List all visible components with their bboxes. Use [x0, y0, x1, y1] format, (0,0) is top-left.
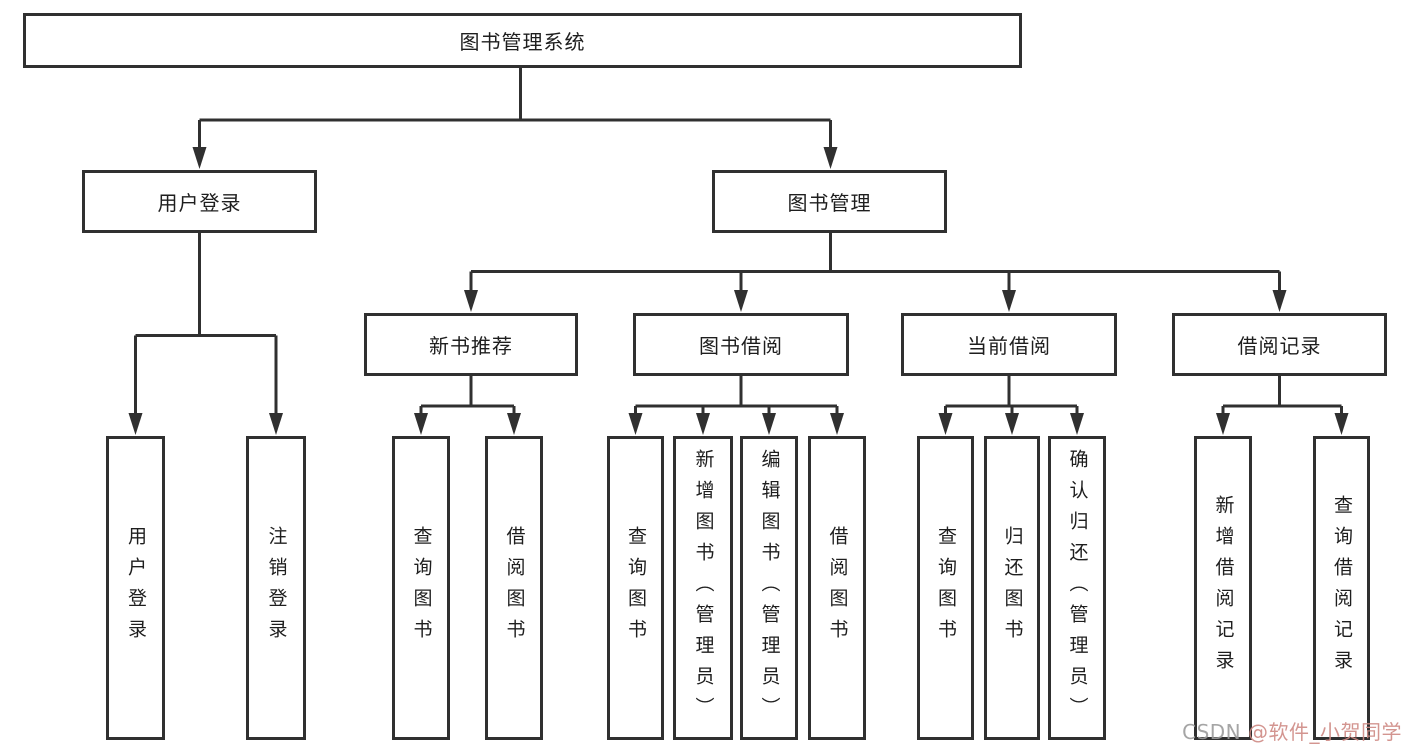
- watermark-csdn: CSDN: [1182, 720, 1248, 744]
- node-label: 查询图书: [625, 526, 647, 650]
- node-label: 借阅图书: [503, 526, 526, 650]
- connector-record-branch: [1216, 376, 1349, 435]
- node-leaf-query-books-1: 查询图书: [392, 436, 450, 740]
- node-root: 图书管理系统: [23, 13, 1022, 68]
- node-book-borrowing: 图书借阅: [633, 313, 849, 376]
- watermark-username: @软件_小贺同学: [1248, 720, 1402, 744]
- node-label: 用户登录: [125, 526, 147, 650]
- node-book-management: 图书管理: [712, 170, 947, 233]
- node-label: 新增图书（管理员）: [692, 448, 715, 728]
- connector-newbook-branch: [414, 376, 521, 435]
- node-leaf-borrow-books-1: 借阅图书: [485, 436, 543, 740]
- node-label: 归还图书: [1001, 526, 1024, 650]
- node-leaf-query-books-3: 查询图书: [917, 436, 974, 740]
- node-label: 编辑图书（管理员）: [758, 448, 781, 728]
- node-label: 图书借阅: [699, 334, 783, 358]
- node-current-borrowing: 当前借阅: [901, 313, 1117, 376]
- node-leaf-borrow-books-2: 借阅图书: [808, 436, 866, 740]
- node-new-book-recommend: 新书推荐: [364, 313, 578, 376]
- node-label: 查询图书: [410, 526, 433, 650]
- node-borrowing-records: 借阅记录: [1172, 313, 1387, 376]
- node-label: 当前借阅: [967, 334, 1051, 358]
- watermark: CSDN @软件_小贺同学: [1182, 716, 1402, 745]
- node-leaf-confirm-return-admin: 确认归还（管理员）: [1048, 436, 1106, 740]
- node-leaf-user-login: 用户登录: [106, 436, 165, 740]
- connector-management-branch: [464, 233, 1287, 312]
- node-leaf-return-book: 归还图书: [984, 436, 1040, 740]
- node-label: 新书推荐: [429, 334, 513, 358]
- connector-borrow-branch: [628, 376, 844, 435]
- connector-login-branch: [128, 233, 283, 435]
- node-label: 借阅图书: [826, 526, 849, 650]
- node-label: 新增借阅记录: [1212, 495, 1235, 681]
- node-label: 用户登录: [157, 191, 242, 215]
- node-user-login: 用户登录: [82, 170, 317, 233]
- node-label: 确认归还（管理员）: [1066, 448, 1089, 728]
- node-leaf-logout: 注销登录: [246, 436, 306, 740]
- node-leaf-query-books-2: 查询图书: [607, 436, 664, 740]
- node-leaf-edit-book-admin: 编辑图书（管理员）: [740, 436, 798, 740]
- node-label: 图书管理: [787, 191, 872, 215]
- connector-current-branch: [938, 376, 1084, 435]
- node-label: 借阅记录: [1237, 334, 1322, 358]
- node-label: 图书管理系统: [459, 30, 586, 54]
- node-label: 查询借阅记录: [1331, 495, 1353, 681]
- node-label: 注销登录: [265, 526, 288, 650]
- node-label: 查询图书: [935, 526, 957, 650]
- node-leaf-query-borrow-record: 查询借阅记录: [1313, 436, 1370, 740]
- node-leaf-add-book-admin: 新增图书（管理员）: [673, 436, 733, 740]
- node-leaf-add-borrow-record: 新增借阅记录: [1194, 436, 1252, 740]
- connector-root-branch: [192, 68, 838, 169]
